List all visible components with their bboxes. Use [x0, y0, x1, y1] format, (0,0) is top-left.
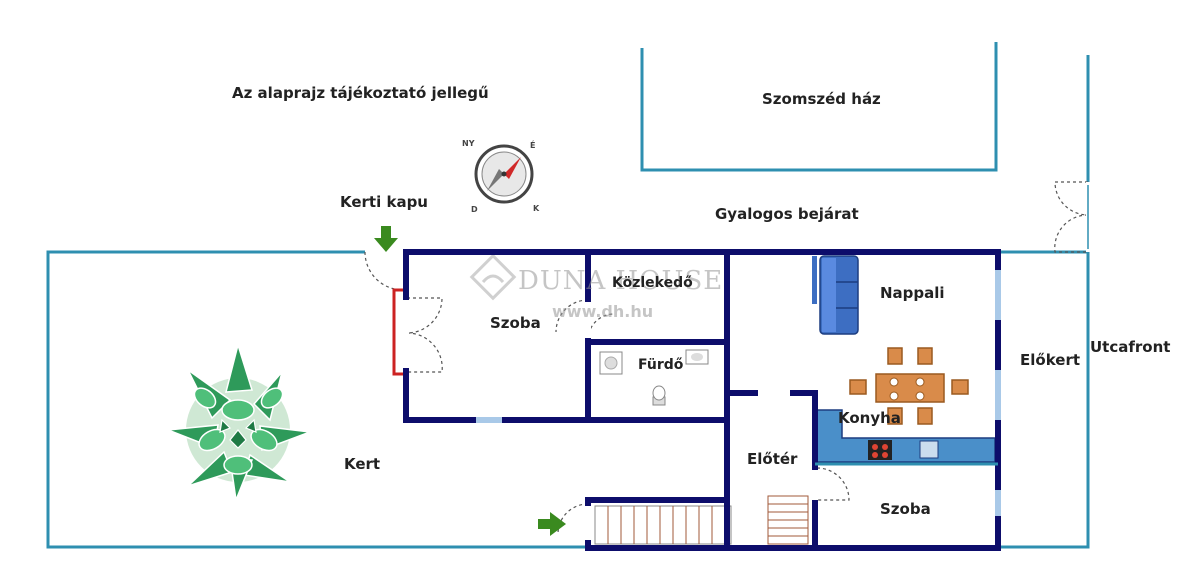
compass-letter-ny: NY	[462, 139, 475, 148]
stairs	[594, 495, 809, 545]
plate-icon	[915, 377, 925, 387]
label-room-left: Szoba	[490, 314, 541, 332]
label-room-right: Szoba	[880, 500, 931, 518]
sofa-icon	[819, 255, 859, 335]
entrance-arrow-icon	[538, 512, 566, 536]
tv-cabinet	[812, 256, 817, 304]
label-kitchen: Konyha	[838, 409, 901, 427]
sink-icon	[919, 440, 939, 459]
side-gate	[392, 288, 404, 376]
dining-table-icon	[849, 347, 969, 425]
plant-icon	[167, 342, 311, 503]
label-garden: Kert	[344, 455, 381, 473]
plate-icon	[889, 391, 899, 401]
label-front-garden: Előkert	[1020, 351, 1081, 369]
label-bathroom: Fürdő	[638, 357, 684, 373]
label-hall: Előtér	[747, 450, 798, 468]
label-street-front: Utcafront	[1090, 338, 1171, 356]
watermark-url: www.dh.hu	[552, 302, 654, 321]
plate-icon	[889, 377, 899, 387]
compass-letter-e: É	[530, 139, 535, 150]
label-pedestrian-entrance: Gyalogos bejárat	[715, 205, 859, 223]
stove-icon	[868, 440, 892, 460]
kitchen-counter	[814, 409, 996, 463]
compass-letter-d: D	[471, 205, 478, 214]
plan-disclaimer: Az alaprajz tájékoztató jellegű	[232, 84, 489, 102]
compass-icon	[474, 144, 534, 204]
watermark-brand: DUNA HOUSE	[518, 266, 724, 296]
side-gate-swing	[406, 297, 443, 373]
label-corridor: Közlekedő	[612, 275, 693, 291]
compass-letter-k: K	[533, 204, 540, 213]
windows	[403, 270, 1001, 540]
duna-house-logo	[469, 253, 517, 301]
label-living-room: Nappali	[880, 284, 945, 302]
bathroom-fixtures	[599, 349, 709, 406]
plate-icon	[915, 391, 925, 401]
neighbor-house-outline	[640, 42, 998, 172]
label-garden-gate: Kerti kapu	[340, 193, 428, 211]
garden-gate-swing	[364, 251, 404, 291]
label-neighbor-house: Szomszéd ház	[762, 90, 881, 108]
street-gate	[1054, 181, 1089, 253]
garden-gate-arrow-icon	[374, 226, 398, 252]
